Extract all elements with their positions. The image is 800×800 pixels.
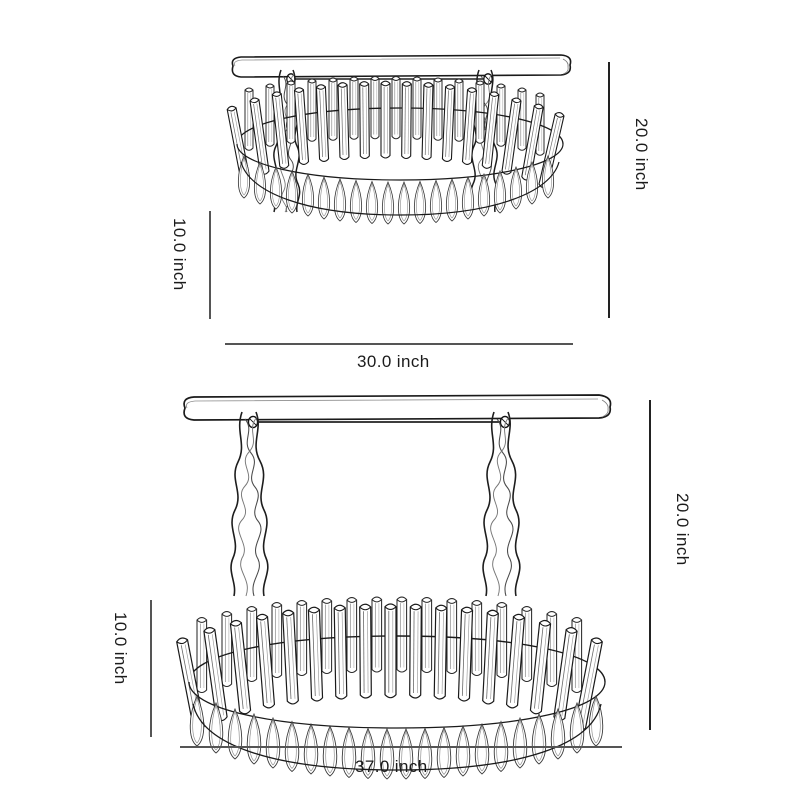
dim-line-top-shade-height [209,211,211,319]
dim-line-bottom-shade-height [150,600,152,737]
dim-line-bottom-width [180,746,622,748]
crystal-back-row [244,76,545,156]
dim-line-top-height [608,62,610,318]
dim-label-bottom-shade-height: 10.0 inch [111,612,130,685]
dim-line-top-width [225,343,573,345]
chandelier-large-svg [175,394,612,780]
cable-right [482,411,521,597]
dim-label-top-width: 30.0 inch [357,352,430,371]
shade-bottom-rim [192,703,602,771]
dim-label-bottom-height: 20.0 inch [673,493,692,566]
shade-mid-rim [236,143,564,181]
chandelier-small-svg [226,54,572,225]
dim-label-top-shade-height: 10.0 inch [170,218,189,291]
fixture-bottom-illustration [175,392,620,780]
dim-label-bottom-width: 37.0 inch [355,757,428,776]
fixture-top-illustration [225,52,575,337]
crystal-front-row [175,603,604,732]
dim-label-top-height: 20.0 inch [632,118,651,191]
dim-line-bottom-height [649,400,651,730]
shade-bottom-rim [240,161,560,216]
canopy-bar [183,394,612,421]
canopy-bar [231,54,572,78]
shade-mid-rim [188,681,606,729]
cable-left [230,411,269,597]
